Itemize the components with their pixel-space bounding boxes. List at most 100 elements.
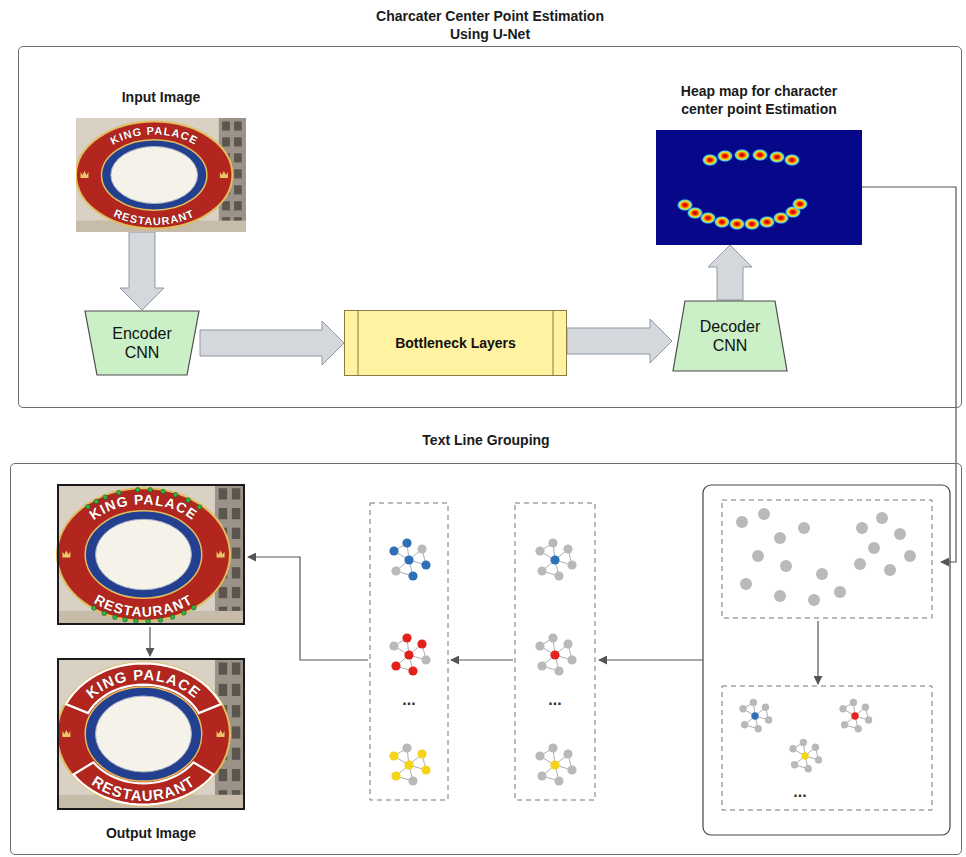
center-dot <box>148 488 153 493</box>
sign-ring <box>57 663 230 806</box>
graph-node <box>550 760 559 769</box>
node-shape: KING PALACERESTAURANT <box>76 118 246 232</box>
image-panel: KING PALACERESTAURANTInput Image <box>76 118 246 232</box>
building-window <box>234 121 242 130</box>
cluster-graph <box>535 538 576 580</box>
building-window <box>219 587 227 598</box>
dashed-column <box>515 503 595 800</box>
graph-node <box>812 744 819 751</box>
graph-node <box>408 571 417 580</box>
sign-inner-ring <box>85 687 202 781</box>
word-band <box>73 762 213 804</box>
center-dot <box>92 606 97 611</box>
node-shape: KING PALACERESTAURANT <box>57 658 245 810</box>
point-dot <box>876 512 888 524</box>
node-shape <box>84 310 200 376</box>
dashed-box <box>722 500 932 618</box>
point-dot <box>780 560 792 572</box>
point-dot <box>774 590 786 602</box>
building-window <box>232 684 240 696</box>
trapezoid-outline <box>673 301 787 371</box>
heat-blob <box>744 218 761 231</box>
heatmap-ground <box>656 130 862 245</box>
sign-center <box>111 147 198 204</box>
center-dot <box>173 493 178 498</box>
building-window <box>234 137 242 146</box>
sign-ring <box>57 488 230 621</box>
center-dot <box>192 605 197 610</box>
graph-node <box>391 771 400 780</box>
point-dot <box>834 586 846 598</box>
graph-node <box>850 699 857 706</box>
graph-node <box>535 546 544 555</box>
photo-background <box>57 484 245 625</box>
point-dot <box>752 550 764 562</box>
graph-node <box>800 739 807 746</box>
photo-frame <box>58 659 244 809</box>
graph-node <box>537 566 546 575</box>
graph-node <box>389 751 398 760</box>
graph-node <box>421 765 430 774</box>
crown-ornament <box>62 551 70 558</box>
graph-node <box>805 765 812 772</box>
building-window <box>232 587 240 598</box>
heat-blob <box>792 198 809 211</box>
decoder-trapezoid: Decoder CNN <box>672 300 788 372</box>
box-label: Bottleneck Layers <box>395 335 516 352</box>
panel-heading: Output Image <box>57 824 245 842</box>
output-photo: KING PALACERESTAURANT <box>57 484 245 625</box>
flow-line <box>862 187 956 562</box>
building-window <box>232 488 240 499</box>
graph-node <box>750 699 757 706</box>
crown-ornament <box>220 171 228 178</box>
crown-ornament <box>217 730 225 737</box>
trapezoid-outline <box>85 311 199 375</box>
graph-node <box>841 721 848 728</box>
flow-line <box>248 557 368 660</box>
graph-node <box>535 641 544 650</box>
graph-node <box>548 633 557 642</box>
cluster-graph <box>389 633 430 675</box>
point-dot <box>816 568 828 580</box>
graph-node <box>404 650 413 659</box>
graph-node <box>815 756 822 763</box>
point-dot <box>798 522 810 534</box>
graph-node <box>548 538 557 547</box>
crown-ornament <box>62 730 70 737</box>
ellipsis-label: ... <box>780 784 820 800</box>
building-window <box>222 121 230 130</box>
grouping-box <box>703 485 950 835</box>
center-dot <box>102 611 107 616</box>
graph-node <box>391 566 400 575</box>
word-band <box>66 663 221 713</box>
center-dot <box>134 619 139 624</box>
graph-node <box>839 705 846 712</box>
bar-divider <box>358 310 359 376</box>
point-dot <box>758 508 770 520</box>
graph-node <box>851 712 858 719</box>
building-window <box>234 201 242 210</box>
block-arrow <box>120 232 164 310</box>
bar-divider <box>553 310 554 376</box>
building-window <box>219 508 227 519</box>
point-dot <box>740 578 752 590</box>
sign-center <box>96 519 192 590</box>
graph-node <box>550 555 559 564</box>
center-dot <box>186 498 191 503</box>
graph-node <box>404 760 413 769</box>
graph-node <box>791 761 798 768</box>
image-panel: KING PALACERESTAURANTOutput Image <box>57 658 245 810</box>
heat-blob <box>717 150 734 163</box>
center-dot <box>170 615 175 620</box>
graph-node <box>389 641 398 650</box>
center-dot <box>146 619 151 624</box>
building-window <box>234 153 242 162</box>
block-arrow <box>200 321 344 365</box>
graph-node <box>548 743 557 752</box>
sign-inner-ring <box>85 511 202 598</box>
heat-blob <box>769 151 786 164</box>
graph-node <box>862 704 869 711</box>
heat-blob <box>714 216 731 229</box>
